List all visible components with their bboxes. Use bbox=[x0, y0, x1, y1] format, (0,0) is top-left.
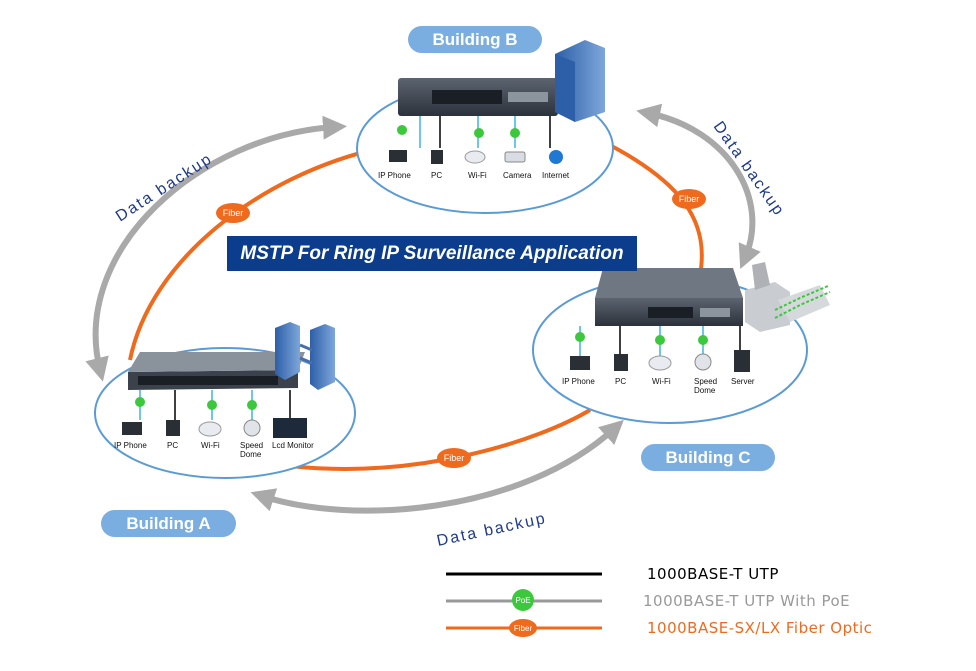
legend: PoE Fiber bbox=[446, 572, 602, 637]
svg-text:IP Phone: IP Phone bbox=[114, 441, 147, 450]
ip-phone-icon bbox=[122, 422, 142, 435]
building-a-label: Building A bbox=[101, 510, 236, 537]
pc-icon bbox=[431, 150, 443, 164]
building-b-cell bbox=[356, 78, 614, 214]
pc-icon bbox=[614, 354, 628, 371]
legend-fiber-badge bbox=[509, 619, 537, 637]
svg-text:Fiber: Fiber bbox=[679, 194, 700, 204]
speed-dome-label-line1: Speed bbox=[240, 441, 263, 450]
backup-arrow-a-b bbox=[85, 115, 347, 382]
svg-text:Fiber: Fiber bbox=[223, 208, 244, 218]
building-b-tower bbox=[555, 40, 605, 122]
svg-text:PC: PC bbox=[167, 441, 178, 450]
monitor-icon bbox=[273, 418, 307, 438]
backup-arrow-c-a bbox=[250, 419, 624, 514]
svg-text:Wi-Fi: Wi-Fi bbox=[201, 441, 220, 450]
svg-text:Fiber: Fiber bbox=[444, 453, 465, 463]
fiber-badge-b-c: Fiber bbox=[672, 189, 706, 209]
server-icon bbox=[734, 350, 750, 372]
svg-text:Wi-Fi: Wi-Fi bbox=[468, 171, 487, 180]
legend-label-poe: 1000BASE-T UTP With PoE bbox=[643, 592, 851, 610]
speed-dome-label-line2: Dome bbox=[694, 386, 716, 395]
speed-dome-label-line1: Speed bbox=[694, 377, 717, 386]
speed-dome-icon bbox=[694, 353, 712, 371]
legend-poe-badge bbox=[512, 589, 534, 611]
camera-icon bbox=[504, 151, 526, 163]
svg-text:PoE: PoE bbox=[515, 596, 530, 605]
svg-text:Lcd Monitor: Lcd Monitor bbox=[272, 441, 314, 450]
building-b-device-labels: IP Phone PC Wi-Fi Camera Internet bbox=[378, 171, 570, 180]
legend-label-utp: 1000BASE-T UTP bbox=[647, 565, 779, 583]
svg-text:Server: Server bbox=[731, 377, 755, 386]
building-c-cell bbox=[532, 268, 808, 424]
pc-icon bbox=[166, 420, 180, 436]
svg-text:PC: PC bbox=[615, 377, 626, 386]
fiber-badge-a-b: Fiber bbox=[216, 203, 250, 223]
svg-text:IP Phone: IP Phone bbox=[378, 171, 411, 180]
building-c-factory bbox=[745, 262, 831, 332]
building-b-label: Building B bbox=[408, 26, 542, 53]
fiber-badge-c-a: Fiber bbox=[437, 448, 471, 468]
diagram-title: MSTP For Ring IP Surveillance Applicatio… bbox=[227, 236, 637, 271]
ip-phone-icon bbox=[389, 150, 407, 162]
svg-text:Camera: Camera bbox=[503, 171, 532, 180]
svg-text:Fiber: Fiber bbox=[514, 624, 533, 633]
speed-dome-icon bbox=[243, 419, 261, 437]
backup-label-bottom: Data backup bbox=[435, 510, 548, 550]
wifi-icon bbox=[198, 421, 222, 437]
svg-text:PC: PC bbox=[431, 171, 442, 180]
building-a-towers bbox=[275, 322, 335, 390]
svg-text:Internet: Internet bbox=[542, 171, 570, 180]
ip-phone-icon bbox=[570, 356, 590, 370]
wifi-icon bbox=[648, 355, 672, 371]
building-c-label: Building C bbox=[641, 444, 775, 471]
svg-text:IP Phone: IP Phone bbox=[562, 377, 595, 386]
svg-text:Wi-Fi: Wi-Fi bbox=[652, 377, 671, 386]
internet-icon bbox=[549, 150, 563, 164]
backup-arrow-b-c bbox=[636, 103, 761, 270]
wifi-icon bbox=[464, 150, 486, 164]
legend-label-fiber: 1000BASE-SX/LX Fiber Optic bbox=[647, 619, 873, 637]
building-a-cell bbox=[94, 347, 356, 479]
speed-dome-label-line2: Dome bbox=[240, 450, 262, 459]
backup-label-left: Data backup bbox=[113, 150, 216, 225]
